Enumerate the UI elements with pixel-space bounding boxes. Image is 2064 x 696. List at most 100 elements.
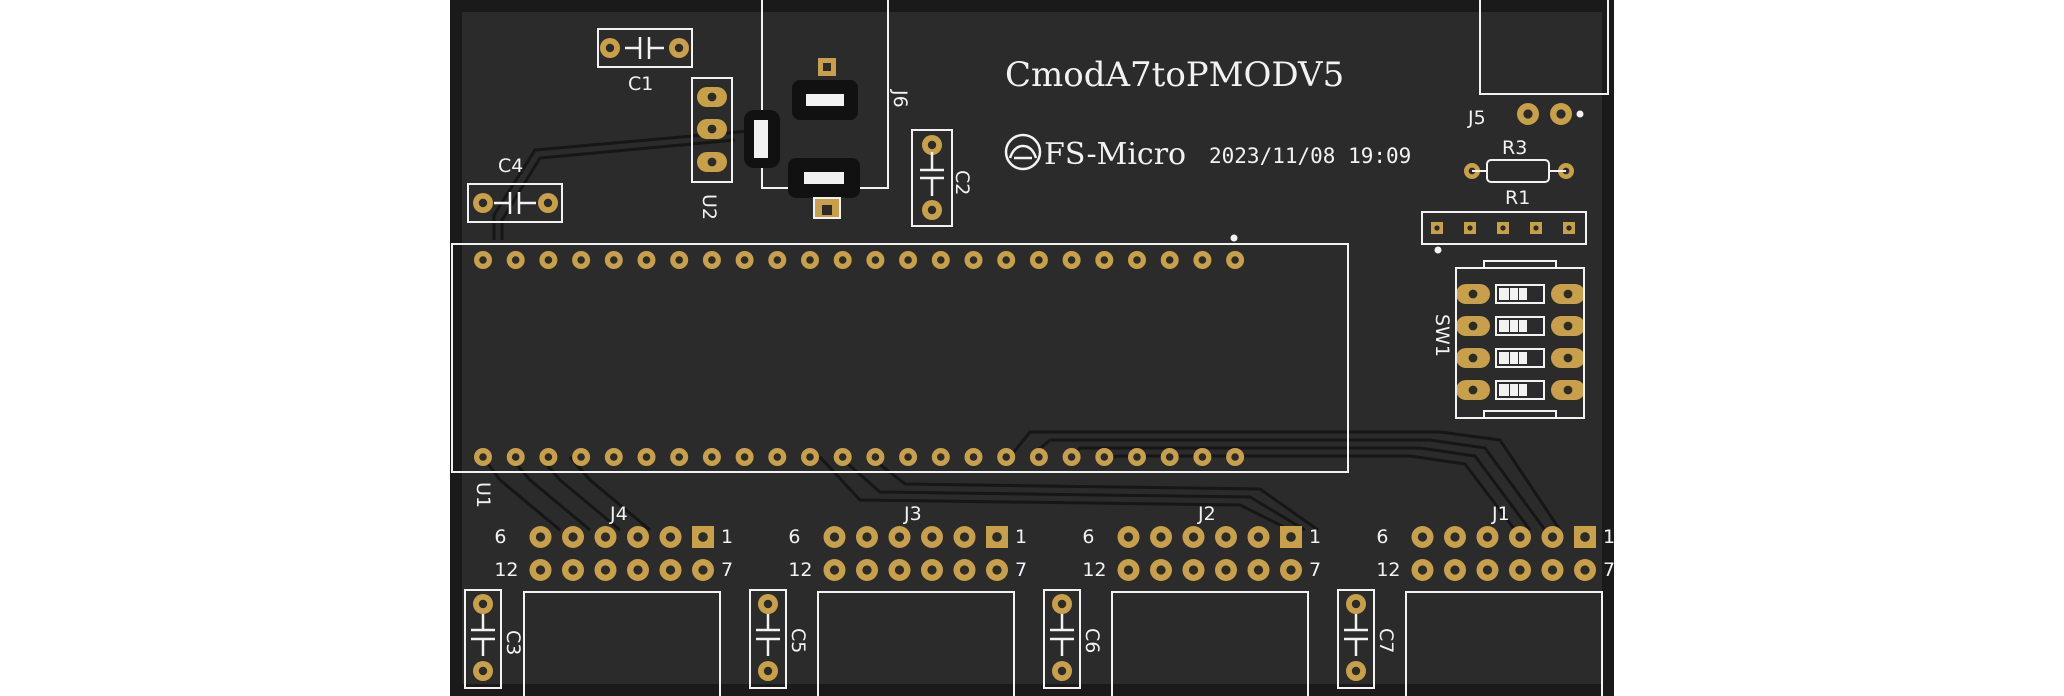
- j2-body: [1111, 591, 1309, 696]
- sw1-pad: [1456, 284, 1490, 304]
- pmod-pin-pad: [1182, 526, 1205, 548]
- u1-pin-pad: [604, 251, 623, 269]
- pmod-pin-pad: [856, 526, 878, 548]
- label-u2: U2: [698, 194, 720, 220]
- pmod-pin-pad: [562, 559, 584, 581]
- j5-pad: [1517, 103, 1539, 125]
- u1-pin-pad: [931, 448, 950, 466]
- u1-pin-pad: [1095, 448, 1114, 466]
- pmod-pin-number-label: 1: [1309, 526, 1321, 548]
- label-c7: C7: [1375, 628, 1397, 653]
- header-pin-pad: [1464, 222, 1476, 234]
- sw1-pad: [1551, 380, 1585, 400]
- pmod-pin-pad: [986, 559, 1008, 581]
- pmod-pin-pad: [529, 526, 552, 548]
- sw1-notch-bottom: [1483, 410, 1557, 419]
- u1-pin-pad: [833, 448, 852, 466]
- u1-pin-pad: [801, 251, 819, 269]
- c3-outline: [464, 589, 502, 689]
- pmod-pin-pad: [627, 559, 649, 581]
- pmod-pin-pad: [1444, 526, 1466, 548]
- header-outline: [1421, 211, 1587, 245]
- u1-pin-pad: [1160, 251, 1179, 269]
- u1-pin-pad: [474, 448, 492, 466]
- u1-pin-pad: [866, 448, 885, 466]
- sw1-pad: [1456, 348, 1490, 368]
- pmod-pin-pad: [1150, 559, 1172, 581]
- pmod-pin-pad: [1509, 526, 1531, 548]
- u1-pin-pad: [1193, 251, 1212, 269]
- sw1-pad: [1456, 380, 1490, 400]
- cap-pad: [473, 594, 493, 614]
- label-j2: J2: [1197, 503, 1216, 525]
- sw1-notch-top: [1483, 260, 1557, 269]
- u2-pad: [697, 87, 727, 107]
- u1-pin-pad: [931, 251, 950, 269]
- u1-pin-pad: [801, 448, 819, 466]
- u1-pin-pad: [637, 448, 656, 466]
- cap-pad: [1052, 594, 1072, 614]
- pmod-pin-pad: [659, 559, 682, 581]
- u1-pin-pad: [506, 251, 525, 269]
- label-c3: C3: [502, 630, 524, 655]
- pmod-pin-number-label: 12: [788, 559, 812, 581]
- c4-pad: [473, 193, 493, 213]
- u1-pin-pad: [899, 251, 918, 269]
- c5-outline: [749, 589, 787, 689]
- pmod-pin-pad: [627, 526, 649, 548]
- u1-pin-pad: [997, 251, 1016, 269]
- label-r1: R1: [1505, 187, 1530, 209]
- u1-pin-pad: [735, 251, 754, 269]
- u1-pin-pad: [964, 448, 983, 466]
- u1-pin-pad: [997, 448, 1016, 466]
- u1-pin-pad: [866, 251, 885, 269]
- pmod-pin-pad: [1476, 559, 1499, 581]
- u1-pin-pad: [768, 448, 787, 466]
- pmod-pin-pad: [921, 559, 943, 581]
- pmod-pin-pad: [1411, 526, 1434, 548]
- u1-outline: [451, 243, 1349, 473]
- pmod-pin-pad: [1541, 559, 1564, 581]
- cap-pad: [473, 661, 493, 681]
- regulator-u2-tab: [744, 110, 780, 168]
- j5-pad: [1550, 103, 1572, 125]
- label-c5: C5: [787, 628, 809, 653]
- pmod-pin-pad: [1182, 559, 1205, 581]
- u2-pad: [697, 119, 727, 139]
- pmod-pin-pad: [1117, 559, 1140, 581]
- dc-jack-j6: [788, 58, 860, 219]
- pmod-pin-pad: [888, 559, 911, 581]
- u1-pin-pad: [964, 251, 983, 269]
- pmod-pin-number-label: 7: [1015, 559, 1027, 581]
- board-title: CmodA7toPMODV5: [1005, 55, 1344, 95]
- fs-micro-logo-icon: [1004, 133, 1042, 171]
- pmod-pin-pad: [823, 559, 846, 581]
- c6-outline: [1043, 589, 1081, 689]
- pmod-pin-number-label: 12: [1082, 559, 1106, 581]
- u1-pin-pad: [572, 448, 591, 466]
- sw1-pad: [1551, 348, 1585, 368]
- u1-pin-pad: [474, 251, 492, 269]
- u1-pin-pad: [1029, 251, 1048, 269]
- header-pin-pad: [1563, 222, 1575, 234]
- u1-pin-pad: [572, 251, 591, 269]
- pmod-pin-pad: [692, 559, 714, 581]
- u1-pin-pad: [702, 251, 721, 269]
- pmod-pin-number-label: 7: [1309, 559, 1321, 581]
- u1-pin-pad: [670, 251, 689, 269]
- pmod-pin-pad: [529, 559, 552, 581]
- j5-outline: [1479, 0, 1609, 95]
- pmod-pin-number-label: 6: [1082, 526, 1094, 548]
- pmod-pin-pad: [1574, 526, 1596, 548]
- label-c2: C2: [951, 170, 973, 195]
- pmod-pin-pad: [953, 526, 976, 548]
- pmod-pin-pad: [1509, 559, 1531, 581]
- pmod-pin-pad: [1215, 559, 1237, 581]
- c1-outline: [597, 28, 693, 68]
- u1-pin-pad: [604, 448, 623, 466]
- label-j5: J5: [1467, 107, 1486, 129]
- pmod-pin-pad: [1117, 526, 1140, 548]
- cap-pad: [1346, 661, 1366, 681]
- c7-outline: [1337, 589, 1375, 689]
